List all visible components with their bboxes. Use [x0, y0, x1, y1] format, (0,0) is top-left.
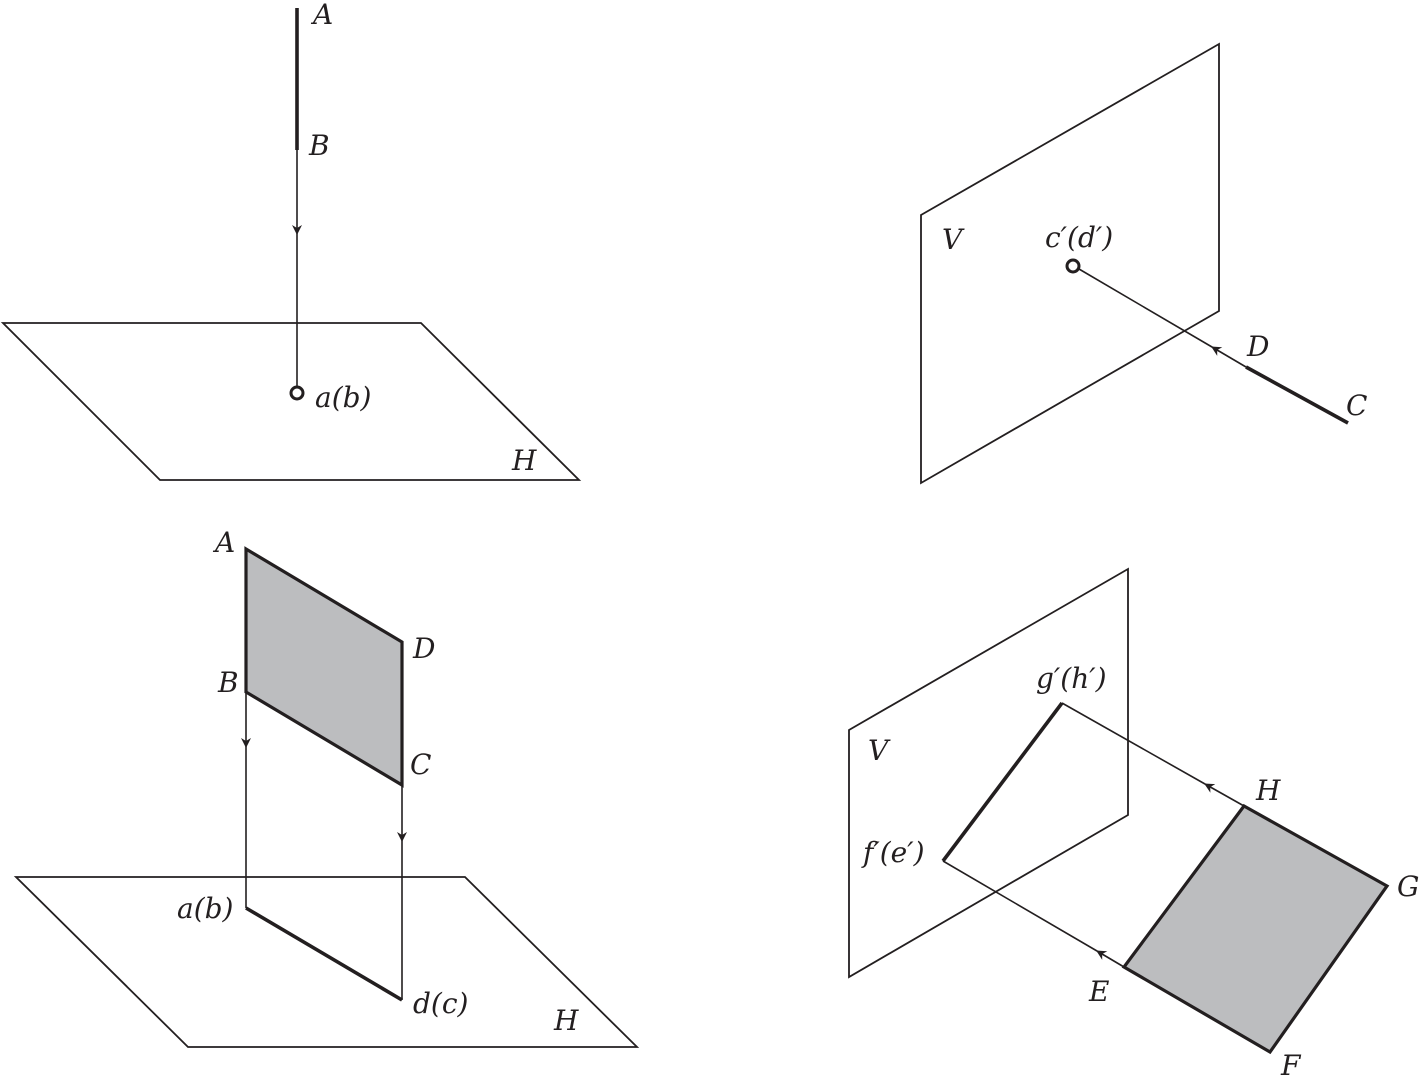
- label-gh-projection: g′(h′): [1036, 662, 1107, 695]
- label-b: B: [308, 129, 330, 162]
- label-g: G: [1397, 870, 1419, 903]
- segment-cd: [1245, 365, 1349, 425]
- label-h-plane: H: [553, 1004, 579, 1037]
- projection-ray-h: [1204, 783, 1245, 807]
- label-f: F: [1280, 1049, 1302, 1078]
- projected-line-gh-fe: [941, 701, 1064, 863]
- label-dc-projection: d(c): [413, 987, 468, 1020]
- label-a: A: [310, 0, 333, 31]
- panel-line-perpendicular-to-v: V c′(d′) D C: [920, 42, 1367, 485]
- label-e: E: [1088, 975, 1109, 1008]
- h-plane: [0, 322, 582, 481]
- projected-line-ab-dc: [245, 906, 403, 1002]
- projected-point-ab: [289, 385, 305, 401]
- projection-ray: [1211, 346, 1247, 368]
- label-v-plane: V: [868, 734, 891, 767]
- panel-plane-perpendicular-to-v: V g′(h′) f′(e′) H G E F: [848, 567, 1419, 1078]
- label-h: H: [1255, 774, 1281, 807]
- shaded-rectangle-efgh: [1121, 803, 1390, 1055]
- panel-plane-perpendicular-to-h: A B D C a(b) d(c) H: [13, 526, 640, 1048]
- label-c: C: [410, 748, 431, 781]
- label-h-plane: H: [511, 444, 537, 477]
- v-plane: [920, 42, 1220, 485]
- label-c: C: [1346, 389, 1367, 422]
- projection-ray-h-lower: [1061, 702, 1206, 785]
- label-v-plane: V: [942, 223, 965, 256]
- panel-line-perpendicular-to-h: A B a(b) H: [0, 0, 582, 481]
- label-cd-projection: c′(d′): [1045, 221, 1113, 254]
- label-a: A: [212, 526, 235, 559]
- label-d: D: [1246, 330, 1269, 363]
- projection-ray-e: [1096, 950, 1125, 968]
- projection-ray-e-lower: [942, 860, 1098, 952]
- h-plane: [13, 876, 640, 1048]
- shaded-rectangle-abcd: [244, 546, 404, 788]
- label-d: D: [412, 632, 435, 665]
- label-b: B: [217, 666, 239, 699]
- label-ab-projection: a(b): [315, 381, 371, 414]
- label-ab-projection: a(b): [177, 892, 233, 925]
- label-fe-projection: f′(e′): [861, 836, 925, 869]
- projection-ray-lower: [1078, 268, 1213, 348]
- projected-point-cd: [1065, 258, 1081, 274]
- v-plane: [848, 567, 1129, 979]
